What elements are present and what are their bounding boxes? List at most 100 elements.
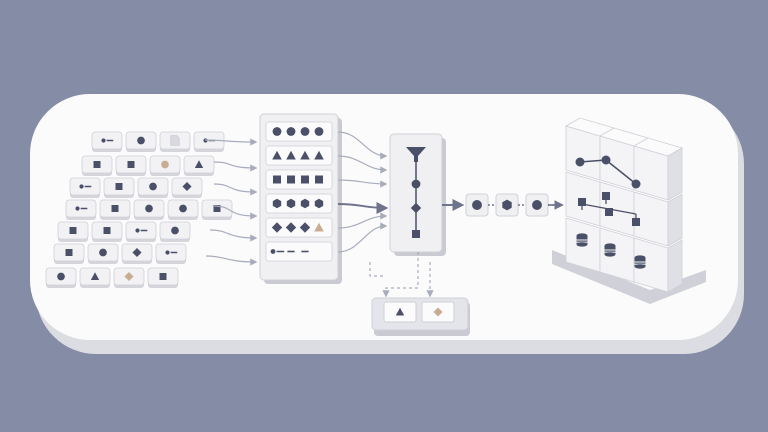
input-card — [121, 243, 153, 264]
input-card — [45, 267, 77, 288]
tray-link-dashed — [382, 252, 419, 298]
square-icon — [213, 205, 221, 212]
dot-icon — [532, 200, 542, 210]
sorter-slot — [265, 217, 333, 238]
square-icon — [315, 175, 323, 184]
sorter-rack — [259, 113, 342, 284]
diamond-icon — [182, 181, 192, 192]
sorter-slot — [265, 241, 333, 262]
sorter-arrow — [337, 131, 388, 160]
graph-icon — [575, 155, 641, 189]
pipeline-tokens — [442, 193, 564, 217]
dot-icon — [314, 127, 324, 136]
square-icon — [287, 175, 295, 184]
input-card — [53, 243, 85, 264]
input-card — [171, 177, 203, 198]
database-icon — [634, 255, 646, 269]
dot-line-icon — [135, 228, 148, 233]
input-arrow — [213, 183, 258, 196]
diamond-icon — [299, 222, 311, 233]
dot-icon — [57, 272, 65, 281]
square-icon — [301, 175, 309, 184]
input-arrows — [204, 138, 258, 266]
triangle-icon — [300, 150, 310, 160]
dot-icon — [272, 127, 282, 136]
dot-line-icon — [79, 184, 92, 189]
sorter-arrow — [337, 155, 388, 174]
sorter-arrow — [337, 201, 389, 214]
storage-stack — [552, 117, 706, 304]
input-card — [99, 199, 131, 220]
square-icon — [93, 161, 101, 168]
folded-card-icon — [170, 135, 180, 146]
dot-icon — [179, 204, 187, 213]
input-card — [103, 177, 135, 198]
tree-icon — [578, 192, 640, 226]
input-card — [115, 155, 147, 176]
triangle-icon — [272, 150, 282, 160]
input-card — [133, 199, 165, 220]
square-icon — [412, 230, 420, 238]
triangle-icon — [286, 150, 296, 160]
triangle-accent-icon — [314, 222, 324, 232]
input-arrow — [205, 255, 258, 266]
dot-line-icon — [165, 250, 178, 255]
square-icon — [127, 161, 135, 168]
input-card — [91, 221, 123, 242]
input-card — [201, 199, 233, 220]
input-card — [137, 177, 169, 198]
dot-icon — [286, 127, 296, 136]
sorter-arrow — [337, 179, 388, 188]
dot-icon — [145, 204, 153, 213]
sorter-arrows — [337, 131, 389, 253]
input-card — [69, 177, 101, 198]
square-icon — [273, 175, 281, 184]
storage-cube — [633, 237, 683, 293]
sorter-slot — [265, 121, 333, 142]
square-icon — [69, 227, 77, 234]
filter-unit — [369, 133, 446, 298]
diamond-icon — [132, 247, 142, 258]
input-card — [147, 267, 179, 288]
storage-cube — [632, 137, 684, 201]
triangle-icon — [90, 272, 100, 280]
input-card — [155, 243, 187, 264]
dot-icon — [411, 179, 421, 189]
diamond-icon — [410, 202, 422, 214]
input-card — [149, 155, 181, 176]
storage-cube — [564, 117, 616, 181]
dot-line-icon — [270, 249, 285, 254]
database-icon — [604, 243, 616, 257]
hexagon-icon — [286, 198, 296, 209]
sorter-slot — [265, 169, 333, 190]
dot-line-icon — [101, 138, 114, 143]
hexagon-icon — [300, 198, 310, 209]
storage-cube — [633, 191, 683, 247]
input-card — [159, 221, 191, 242]
dot-icon — [149, 182, 157, 191]
square-icon — [111, 205, 119, 212]
sorter-arrow — [337, 212, 388, 229]
funnel-icon — [406, 147, 426, 162]
dot-icon — [137, 136, 145, 145]
database-icon — [576, 233, 588, 247]
input-card — [159, 131, 191, 152]
hexagon-icon — [314, 198, 324, 209]
square-icon — [115, 183, 123, 190]
dot-icon — [161, 160, 169, 169]
input-arrow — [213, 161, 258, 172]
input-card — [91, 131, 123, 152]
side-tray — [371, 297, 470, 336]
input-arrow — [213, 205, 258, 220]
dot-icon — [99, 248, 107, 257]
input-card — [193, 131, 225, 152]
input-card — [167, 199, 199, 220]
input-card — [125, 221, 157, 242]
input-arrow — [204, 138, 258, 146]
square-icon — [159, 273, 167, 280]
sorter-arrow — [337, 222, 388, 253]
dot-line-icon — [75, 206, 88, 211]
input-card-pile — [45, 131, 233, 288]
diamond-icon — [271, 222, 283, 233]
tray-link-dashed-2 — [369, 262, 386, 277]
